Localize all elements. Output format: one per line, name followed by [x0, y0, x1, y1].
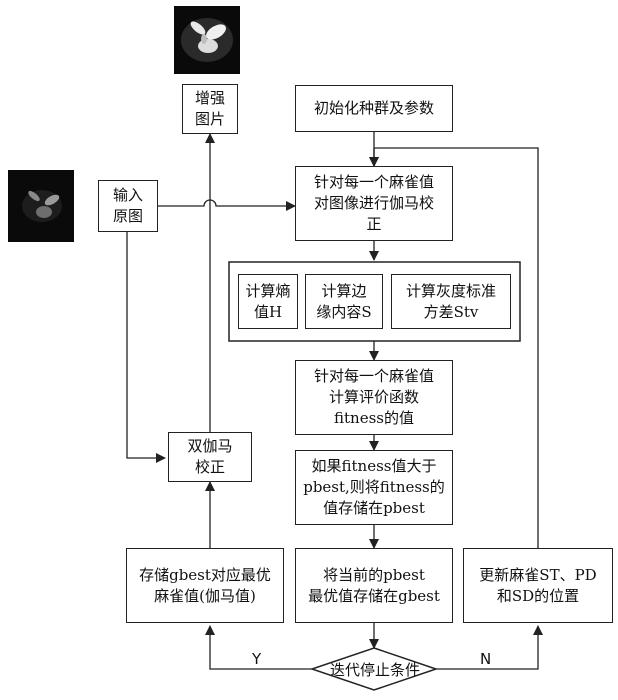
- edge-content-label-2: 缘内容S: [316, 302, 372, 321]
- arrow-update-loop: [374, 147, 539, 548]
- stop-condition-diamond: [309, 647, 439, 691]
- gbest-store-box: 将当前的pbest 最优值存储在gbest: [295, 548, 453, 623]
- fitness-eval-label-3: fitness的值: [334, 409, 414, 427]
- update-sparrow-label-1: 更新麻雀ST、PD: [479, 565, 597, 584]
- enhanced-image-box: 增强图片: [182, 84, 238, 134]
- gamma-correction-label-1: 针对每一个麻雀值: [313, 173, 434, 191]
- entropy-label-1: 计算熵: [245, 281, 291, 300]
- fitness-eval-label-2: 计算评价函数: [328, 388, 419, 406]
- gbest-store-label-2: 最优值存储在gbest: [308, 586, 440, 605]
- pbest-update-label-2: pbest,则将fitness的: [303, 478, 445, 496]
- store-gbest-label-1: 存储gbest对应最优: [139, 565, 271, 584]
- gamma-correction-label-3: 正: [366, 215, 382, 233]
- edge-content-box: 计算边缘内容S: [305, 274, 383, 329]
- gray-std-label-1: 计算灰度标准: [405, 281, 496, 300]
- arrow-yes-branch: [205, 625, 312, 670]
- double-gamma-label-2: 校正: [194, 458, 225, 476]
- enhanced-image-label-1: 增强: [194, 89, 225, 107]
- gamma-correction-box: 针对每一个麻雀值对图像进行伽马校正: [295, 166, 453, 241]
- double-gamma-label-1: 双伽马: [187, 437, 233, 455]
- gray-std-label-2: 方差Stv: [423, 302, 479, 321]
- arrow-input-to-gamma: [158, 199, 296, 211]
- enhanced-image-photo: [174, 6, 240, 74]
- entropy-label-2: 值H: [253, 302, 283, 321]
- init-population-box: 初始化种群及参数: [295, 85, 453, 132]
- stop-condition-label: 迭代停止条件: [329, 660, 420, 679]
- gray-std-box: 计算灰度标准方差Stv: [391, 274, 511, 329]
- init-population-label: 初始化种群及参数: [313, 99, 434, 117]
- input-original-photo: [8, 170, 74, 242]
- yes-branch-label: Y: [252, 650, 262, 668]
- arrow-no-branch: [436, 625, 543, 670]
- update-sparrow-label-2: 和SD的位置: [496, 586, 580, 605]
- input-original-label-1: 输入: [112, 186, 143, 204]
- input-original-box: 输入原图: [98, 180, 158, 232]
- gbest-store-label-1: 将当前的pbest: [323, 565, 425, 584]
- pbest-update-box: 如果fitness值大于 pbest,则将fitness的值存储在pbest: [295, 450, 453, 525]
- no-branch-label: N: [480, 650, 492, 668]
- input-original-label-2: 原图: [112, 207, 143, 225]
- edge-content-label-1: 计算边: [321, 281, 367, 300]
- fitness-eval-box: 针对每一个麻雀值计算评价函数 fitness的值: [295, 360, 453, 435]
- metrics-group-frame: [228, 261, 521, 342]
- gamma-correction-label-2: 对图像进行伽马校: [313, 194, 434, 212]
- double-gamma-box: 双伽马校正: [168, 432, 252, 482]
- store-gbest-box: 存储gbest对应最优麻雀值(伽马值): [126, 548, 284, 623]
- update-sparrow-box: 更新麻雀ST、PD 和SD的位置: [463, 548, 613, 623]
- enhanced-image-label-2: 图片: [194, 110, 225, 128]
- entropy-box: 计算熵值H: [238, 274, 298, 329]
- pbest-update-label-3: 值存储在pbest: [323, 499, 425, 517]
- arrow-input-to-double-gamma: [126, 232, 166, 463]
- store-gbest-label-2: 麻雀值(伽马值): [154, 586, 256, 605]
- pbest-update-label-1: 如果fitness值大于: [311, 457, 437, 475]
- fitness-eval-label-1: 针对每一个麻雀值: [313, 367, 434, 385]
